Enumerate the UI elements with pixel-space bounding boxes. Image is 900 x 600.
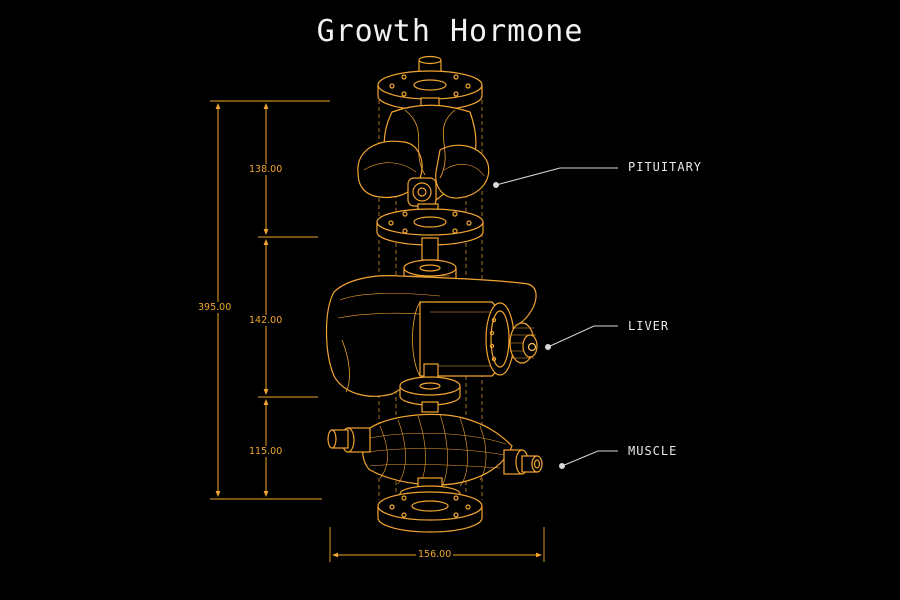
pituitary-lower-flange [376,208,484,246]
dimension-label-muscle-height: 115.00 [247,446,285,457]
callout-label-liver: LIVER [628,319,670,333]
callout-label-pituitary: PITUITARY [628,160,703,174]
lower-connector [399,363,461,413]
callout-label-muscle: MUSCLE [628,444,678,458]
dimension-label-total-height: 395.00 [196,302,234,313]
diagram-title: Growth Hormone [316,14,584,49]
muscle-organ [327,413,543,491]
dimension-total-height [210,100,330,500]
bottom-flange [377,477,483,533]
liver-organ [325,275,538,397]
dimension-label-liver-height: 142.00 [247,315,285,326]
dimension-label-width: 156.00 [416,549,454,560]
callout-line-muscle [559,450,618,469]
top-flange [377,55,483,111]
callout-line-pituitary [493,167,618,188]
dimension-label-pituitary-height: 138.00 [247,164,285,175]
callout-line-liver [545,325,618,350]
pituitary-gland [357,104,490,215]
